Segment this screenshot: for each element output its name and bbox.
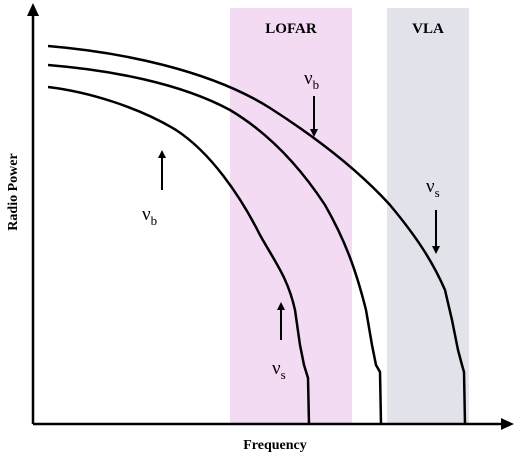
nu-s-lofar-label: νs [272,358,286,382]
lofar-label: LOFAR [265,21,317,37]
vla-band [387,8,469,424]
x-axis-arrowhead [501,418,514,430]
y-axis-label: Radio Power [6,153,21,230]
nu-b-top-label: νb [304,68,319,92]
spectrum-curve-high [47,44,467,425]
x-axis-label: Frequency [243,438,307,453]
nu-b-left-label: νb [142,204,157,228]
y-axis-arrowhead [27,3,39,16]
spectrum-curve-low [47,85,311,425]
spectrum-curve-mid [47,63,383,425]
nu-s-vla-label: νs [426,176,440,200]
vla-label: VLA [412,21,444,37]
lofar-band [230,8,352,424]
